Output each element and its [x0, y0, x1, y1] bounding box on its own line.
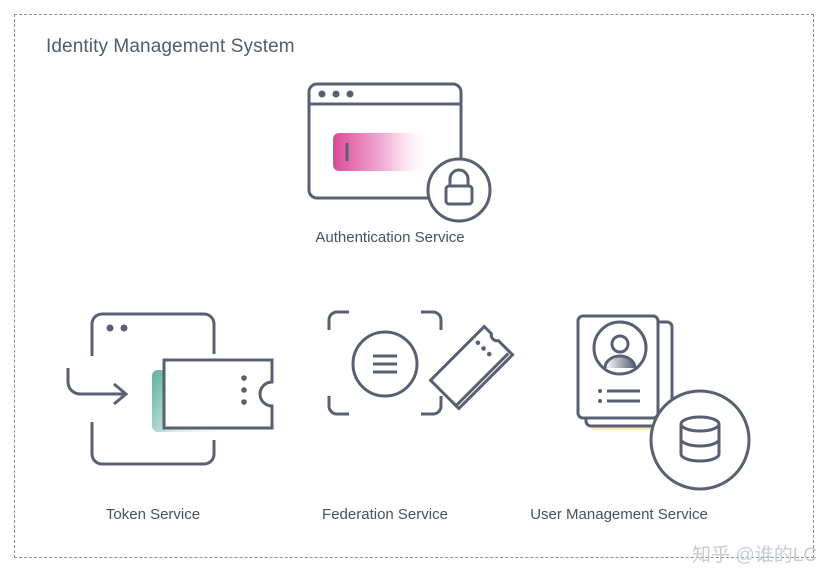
diagram-title: Identity Management System	[46, 36, 295, 57]
user-card-database-icon	[574, 312, 754, 497]
token-service-label: Token Service	[105, 506, 201, 523]
browser-lock-icon	[305, 80, 495, 225]
diagram-frame	[14, 14, 814, 558]
user-management-service-label: User Management Service	[530, 506, 708, 523]
federation-service-label: Federation Service	[322, 506, 448, 523]
federation-ticket-icon	[325, 308, 515, 428]
watermark: 知乎 @谁的LC	[692, 545, 817, 566]
token-ticket-icon	[62, 310, 282, 470]
authentication-service-label: Authentication Service	[315, 229, 465, 246]
